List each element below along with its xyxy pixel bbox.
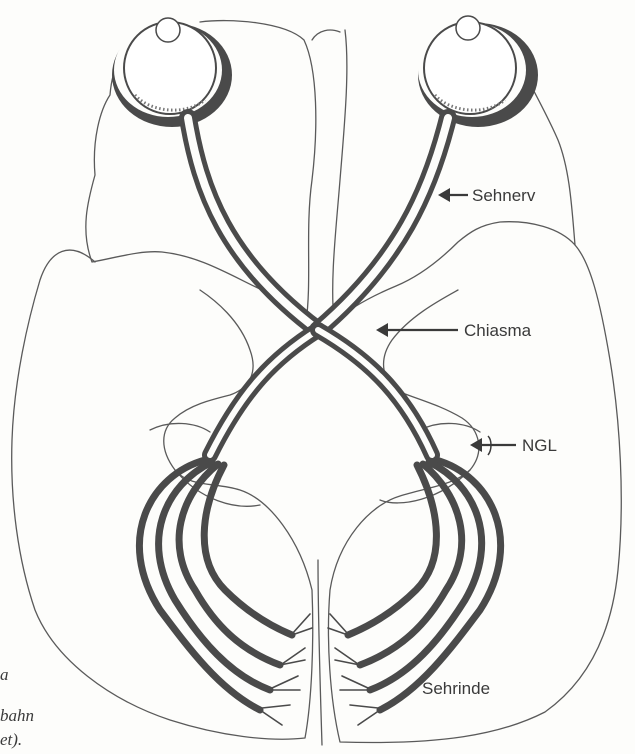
- brain-outline: [12, 21, 622, 745]
- optic-nerves: [188, 118, 448, 330]
- right-eye: [418, 16, 538, 127]
- left-optic-radiation: [139, 460, 312, 725]
- sehnerv-label-group: Sehnerv: [438, 186, 536, 205]
- right-temporal-occipital-lobe: [328, 245, 621, 743]
- caption-fragment-3: et).: [0, 730, 22, 749]
- midline-fissure: [318, 560, 322, 745]
- chiasma-label: Chiasma: [464, 321, 532, 340]
- sehnerv-label: Sehnerv: [472, 186, 536, 205]
- sehrinde-label: Sehrinde: [422, 679, 490, 698]
- ngl-label: NGL: [522, 436, 557, 455]
- caption-fragment-1: a: [0, 665, 9, 684]
- left-temporal-occipital-lobe: [12, 250, 313, 739]
- caption-fragment-2: bahn: [0, 706, 34, 725]
- ngl-label-group: NGL: [470, 436, 557, 455]
- olfactory-notch: [312, 30, 340, 40]
- optic-tracts: [210, 330, 432, 455]
- chiasma-label-group: Chiasma: [376, 321, 532, 340]
- left-eye: [112, 18, 232, 127]
